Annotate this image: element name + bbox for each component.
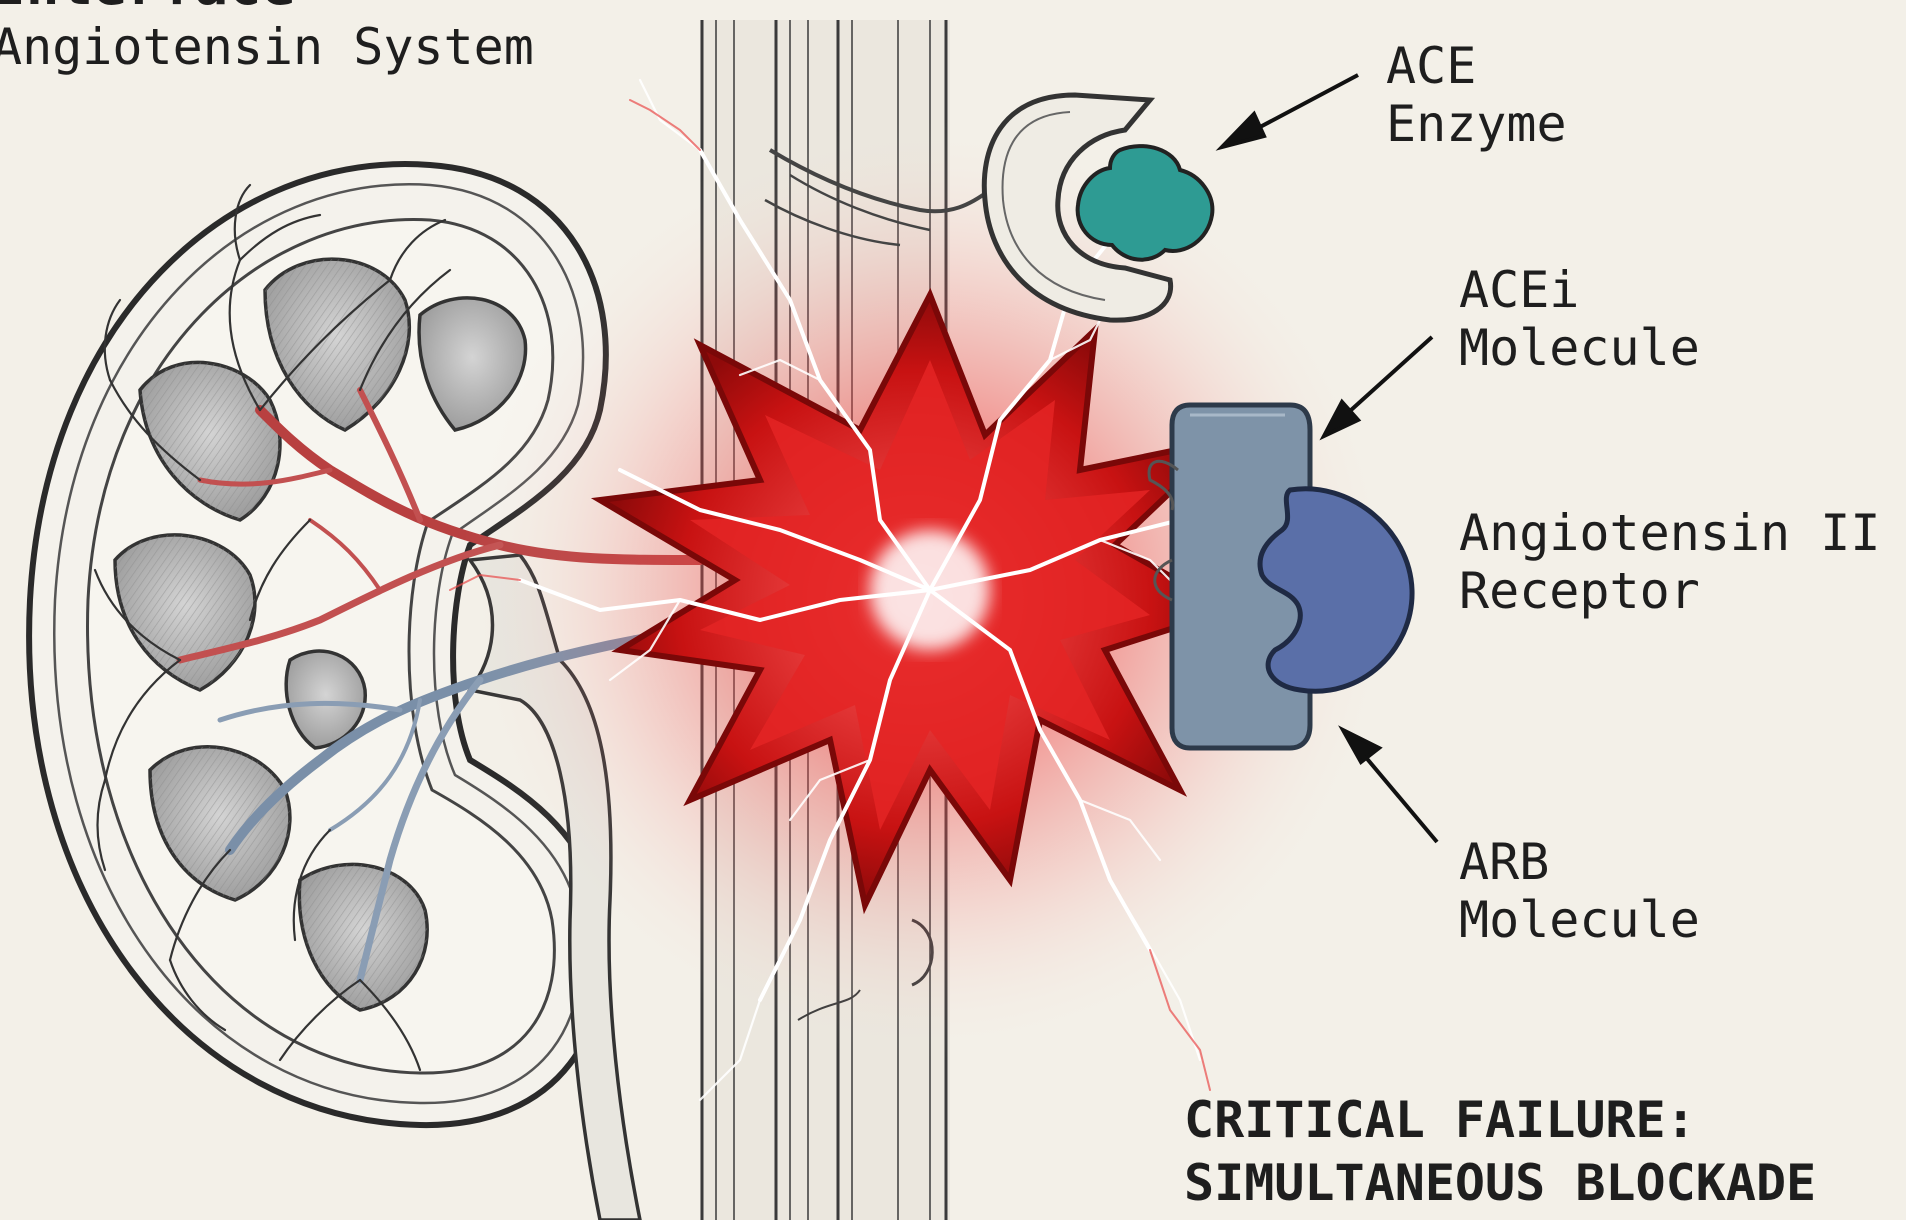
callout-arb-line2: Molecule [1459,892,1700,950]
warning-line2: SIMULTANEOUS BLOCKADE [1184,1152,1816,1215]
callout-at2-line2: Receptor [1459,563,1880,621]
warning-line1: CRITICAL FAILURE: [1184,1089,1816,1152]
callout-acei-line1: ACEi [1459,262,1700,320]
callout-ace-line1: ACE [1386,38,1567,96]
callout-arb-molecule: ARB Molecule [1459,834,1700,949]
callout-acei-molecule: ACEi Molecule [1459,262,1700,377]
callout-arb-line1: ARB [1459,834,1700,892]
callout-ace-enzyme: ACE Enzyme [1386,38,1567,153]
title-heading: Interface [0,0,534,19]
callout-angiotensin-receptor: Angiotensin II Receptor [1459,505,1880,620]
callout-acei-line2: Molecule [1459,320,1700,378]
callout-ace-line2: Enzyme [1386,96,1567,154]
title-subheading: Angiotensin System [0,19,534,77]
title-block: Interface Angiotensin System [0,0,534,77]
callout-at2-line1: Angiotensin II [1459,505,1880,563]
critical-failure-warning: CRITICAL FAILURE: SIMULTANEOUS BLOCKADE [1184,1089,1816,1214]
